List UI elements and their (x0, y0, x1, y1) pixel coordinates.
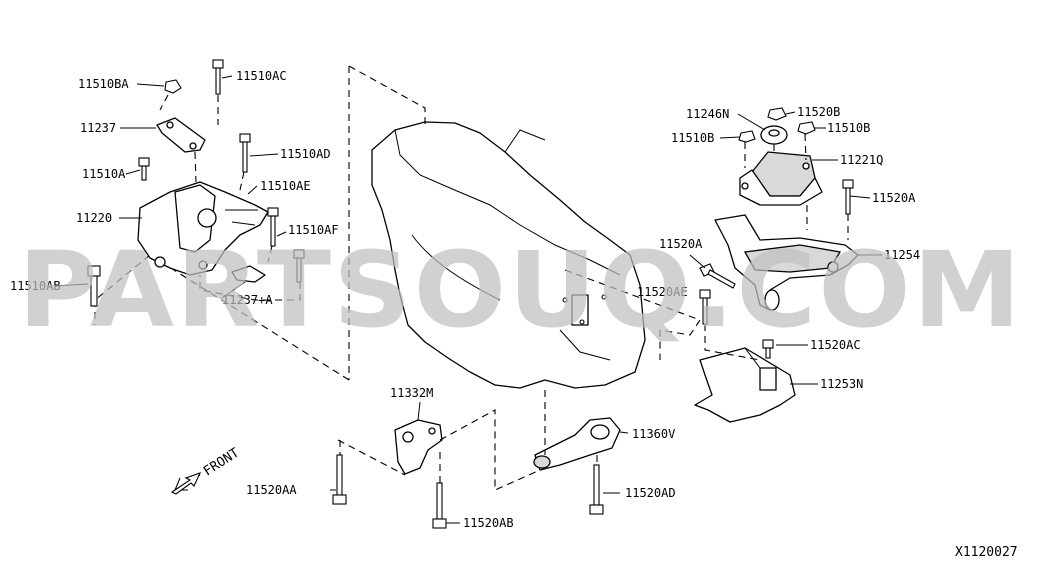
label-11332M[interactable]: 11332M (390, 386, 433, 400)
bolt-11520AB (432, 482, 447, 529)
torque-rod-11360V (533, 417, 621, 471)
mount-11221Q (739, 151, 823, 206)
label-11510AD[interactable]: 11510AD (280, 147, 331, 161)
bolt-11520AD (589, 464, 604, 515)
bracket-11237 (156, 117, 206, 153)
front-arrow-icon (170, 472, 202, 495)
label-11520AA[interactable]: 11520AA (246, 483, 297, 497)
label-11510A[interactable]: 11510A (82, 167, 126, 181)
label-11246N[interactable]: 11246N (686, 107, 729, 121)
nut-11510B-right (797, 121, 816, 135)
label-11520AE[interactable]: 11520AE (637, 285, 688, 299)
label-11520AC[interactable]: 11520AC (810, 338, 861, 352)
bracket-11237A (231, 265, 266, 283)
label-11520A-right[interactable]: 11520A (872, 191, 916, 205)
bolt-11520AA (332, 454, 347, 505)
bolt-11510AC (212, 59, 224, 95)
bolt-11520A-right (842, 179, 854, 215)
label-11510AE[interactable]: 11510AE (260, 179, 311, 193)
nut-11520B (767, 107, 787, 121)
label-11253N[interactable]: 11253N (820, 377, 863, 391)
label-11237A[interactable]: 11237+A (222, 293, 273, 307)
watermark: PARTSOUQ.COM (18, 229, 1023, 351)
bolt-11510AB (87, 265, 101, 307)
label-11520AD[interactable]: 11520AD (625, 486, 676, 500)
label-11520A-mid[interactable]: 11520A (659, 237, 703, 251)
label-11237[interactable]: 11237 (80, 121, 116, 135)
bolt-11510A (138, 157, 150, 181)
label-11510BA[interactable]: 11510BA (78, 77, 129, 91)
label-11510AB[interactable]: 11510AB (10, 279, 61, 293)
label-11220[interactable]: 11220 (76, 211, 112, 225)
mount-11332M (394, 419, 443, 475)
left-mount-11220 (137, 181, 269, 276)
diagram-code: X1120027 (955, 545, 1018, 560)
engine-outline-dashed (94, 65, 426, 381)
front-label: FRONT (201, 445, 242, 479)
label-11221Q[interactable]: 11221Q (840, 153, 883, 167)
label-11520AB[interactable]: 11520AB (463, 516, 514, 530)
bracket-11254 (714, 214, 859, 311)
bolt-11520AC (762, 339, 774, 359)
label-11520B[interactable]: 11520B (797, 105, 840, 119)
bolt-11510AE (267, 207, 279, 247)
label-11510B-right[interactable]: 11510B (827, 121, 870, 135)
label-11360V[interactable]: 11360V (632, 427, 675, 441)
label-11510AF[interactable]: 11510AF (288, 223, 339, 237)
bracket-11253N (694, 347, 796, 423)
nut-11510BA (164, 79, 182, 94)
engine-block (371, 121, 646, 389)
bolt-11510AF (293, 249, 305, 283)
bolt-11510AD (239, 133, 251, 173)
label-11510AC[interactable]: 11510AC (236, 69, 287, 83)
label-11510B-left[interactable]: 11510B (671, 131, 714, 145)
nut-11510B-left (738, 130, 756, 143)
label-11254[interactable]: 11254 (884, 248, 920, 262)
washer-11246N (760, 125, 788, 145)
